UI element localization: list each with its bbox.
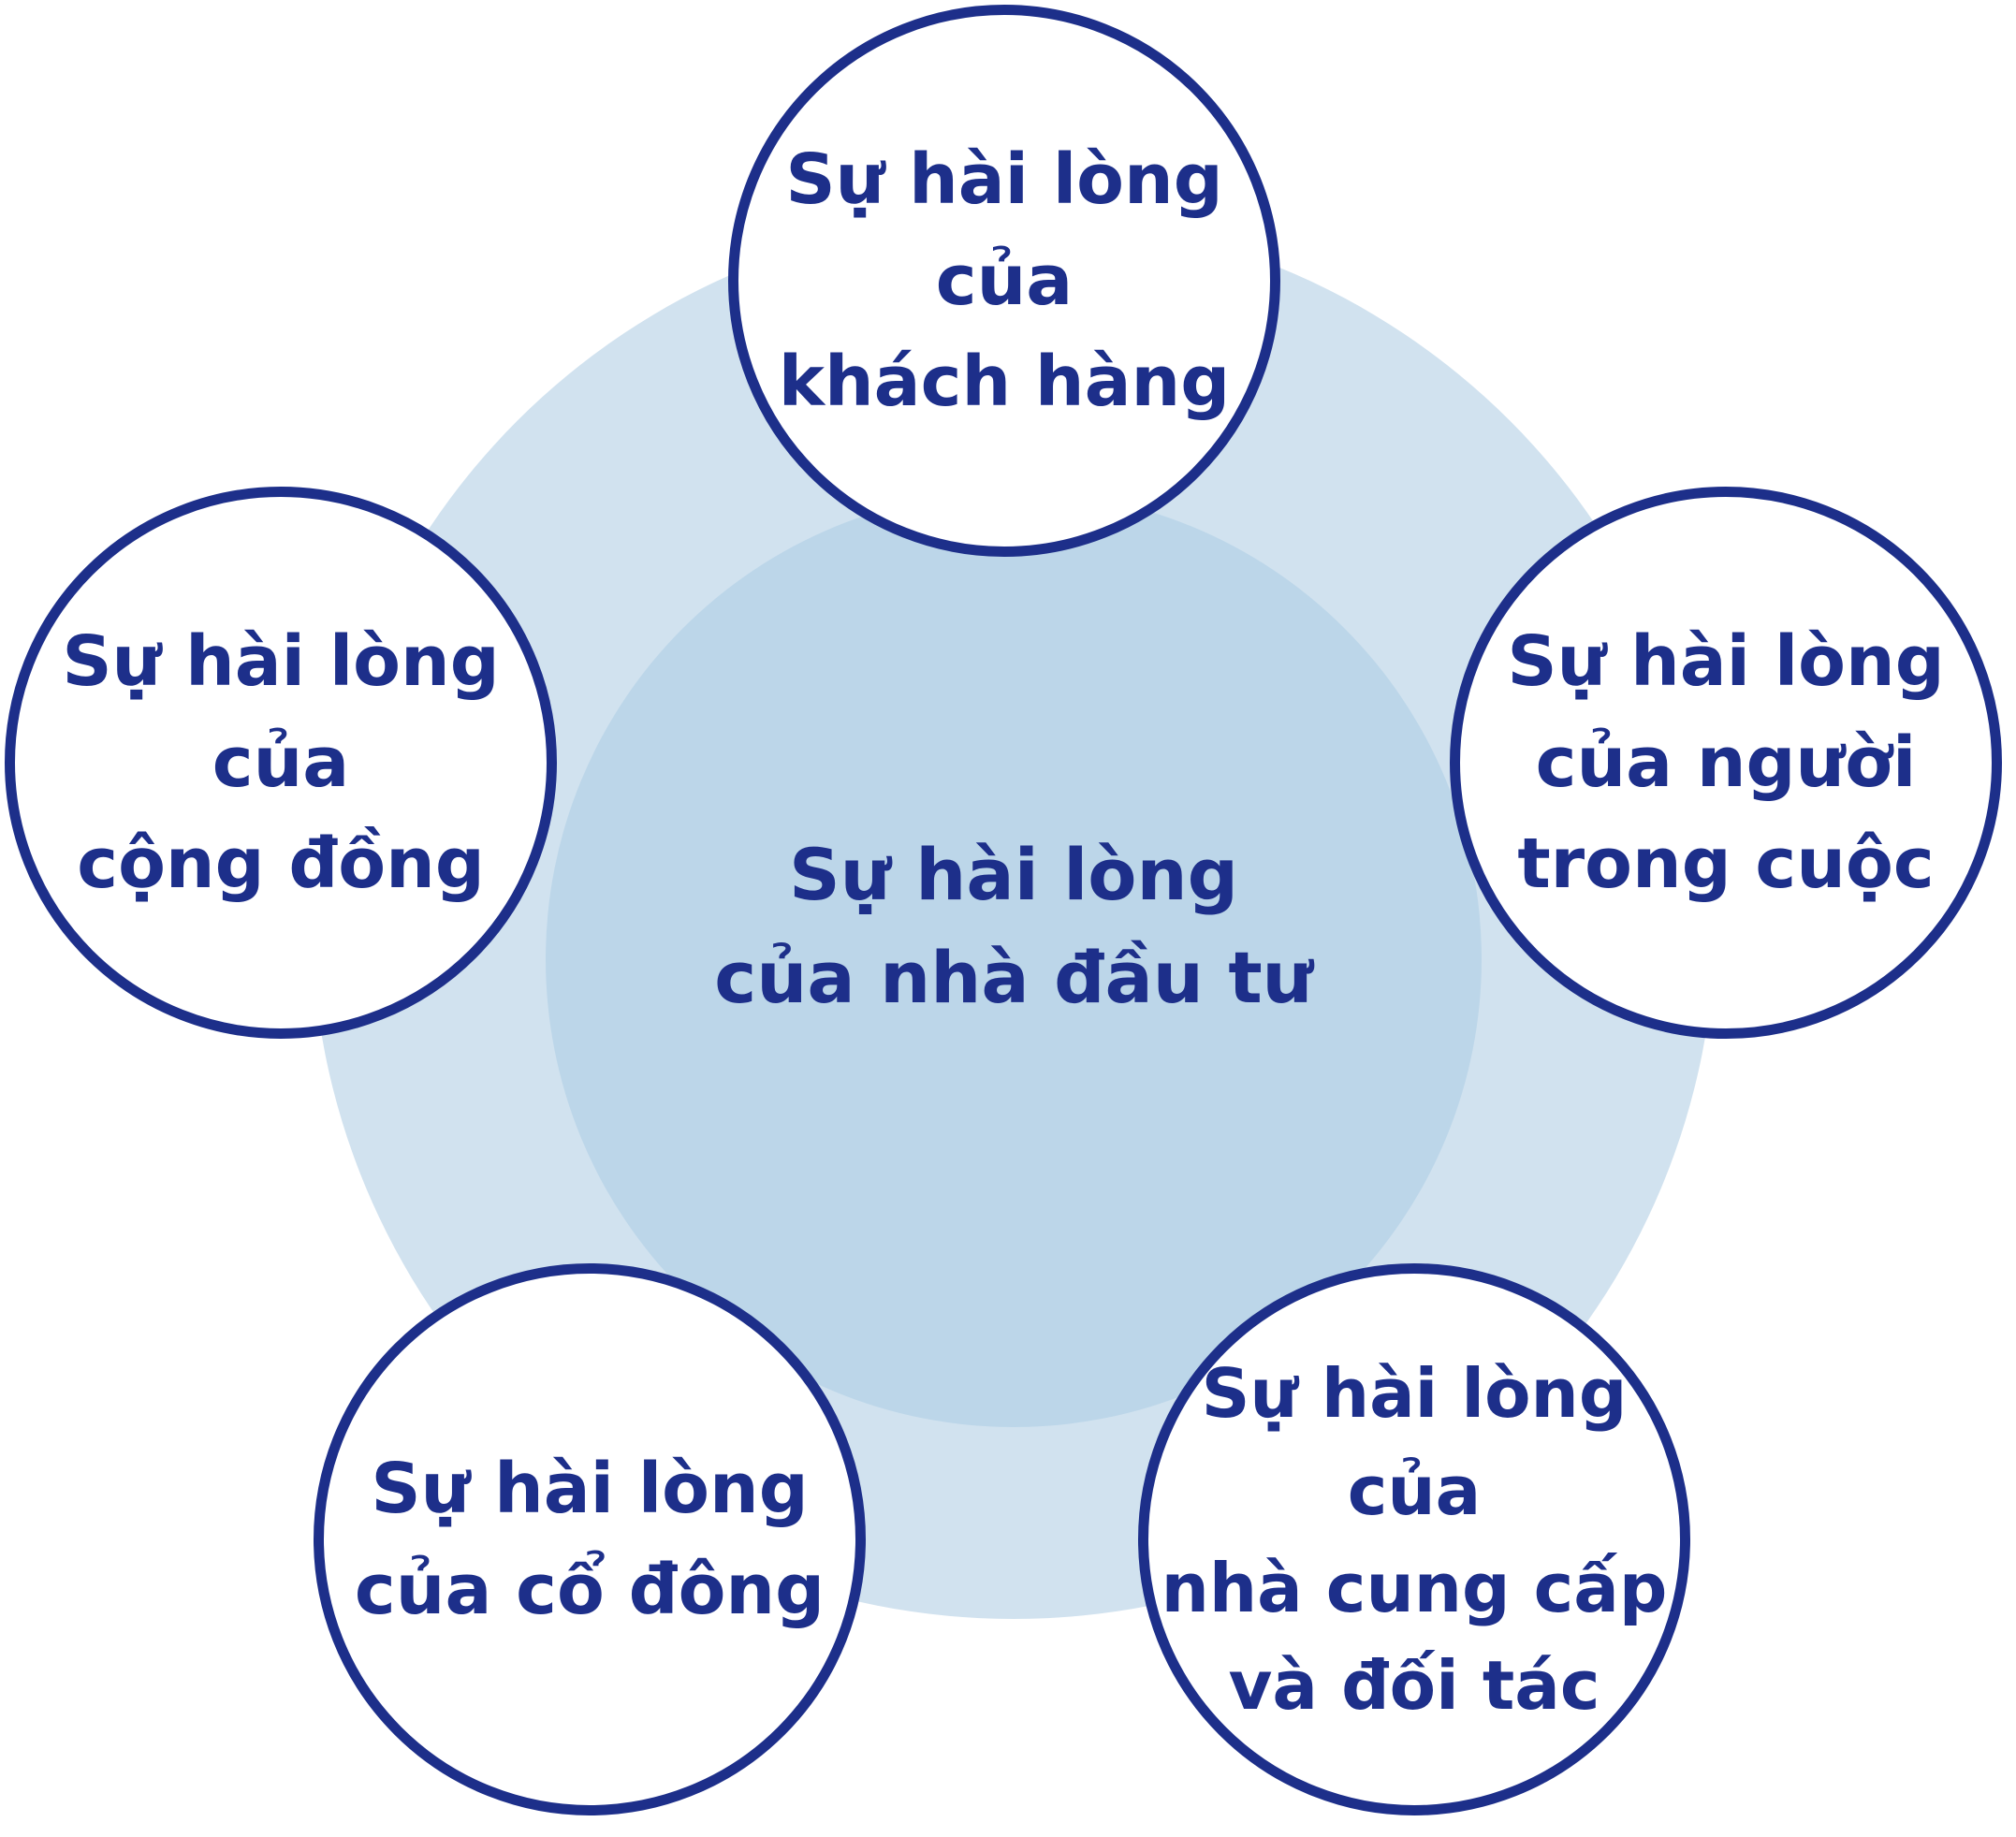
inner-circle — [546, 491, 1482, 1427]
node-line: của cổ đông — [354, 1550, 825, 1630]
node-line: Sự hài lòng — [1507, 621, 1945, 702]
node-line: của — [935, 241, 1074, 321]
node-line: và đối tác — [1228, 1646, 1600, 1725]
node-customer-satisfaction: Sự hài lòng của khách hàng — [728, 5, 1280, 557]
node-line: của — [212, 722, 350, 803]
node-insider-satisfaction: Sự hài lòng của người trong cuộc — [1450, 487, 2002, 1039]
node-line: khách hàng — [778, 342, 1231, 422]
node-line: của — [1347, 1451, 1482, 1530]
node-line: nhà cung cấp — [1161, 1549, 1668, 1627]
node-line: cộng đồng — [77, 824, 485, 904]
center-label: Sự hài lòng của nhà đầu tư — [686, 824, 1341, 1029]
node-line: Sự hài lòng — [62, 621, 500, 702]
node-line: Sự hài lòng — [371, 1449, 809, 1529]
node-line: Sự hài lòng — [785, 139, 1223, 220]
node-supplier-partner-satisfaction: Sự hài lòng của nhà cung cấp và đối tác — [1138, 1263, 1690, 1815]
node-line: trong cuộc — [1517, 824, 1935, 904]
center-label-line-1: Sự hài lòng — [789, 833, 1238, 916]
node-shareholder-satisfaction: Sự hài lòng của cổ đông — [314, 1263, 866, 1815]
center-label-line-2: của nhà đầu tư — [714, 936, 1313, 1019]
node-community-satisfaction: Sự hài lòng của cộng đồng — [5, 487, 557, 1039]
node-line: của người — [1535, 722, 1917, 803]
node-line: Sự hài lòng — [1201, 1354, 1628, 1433]
